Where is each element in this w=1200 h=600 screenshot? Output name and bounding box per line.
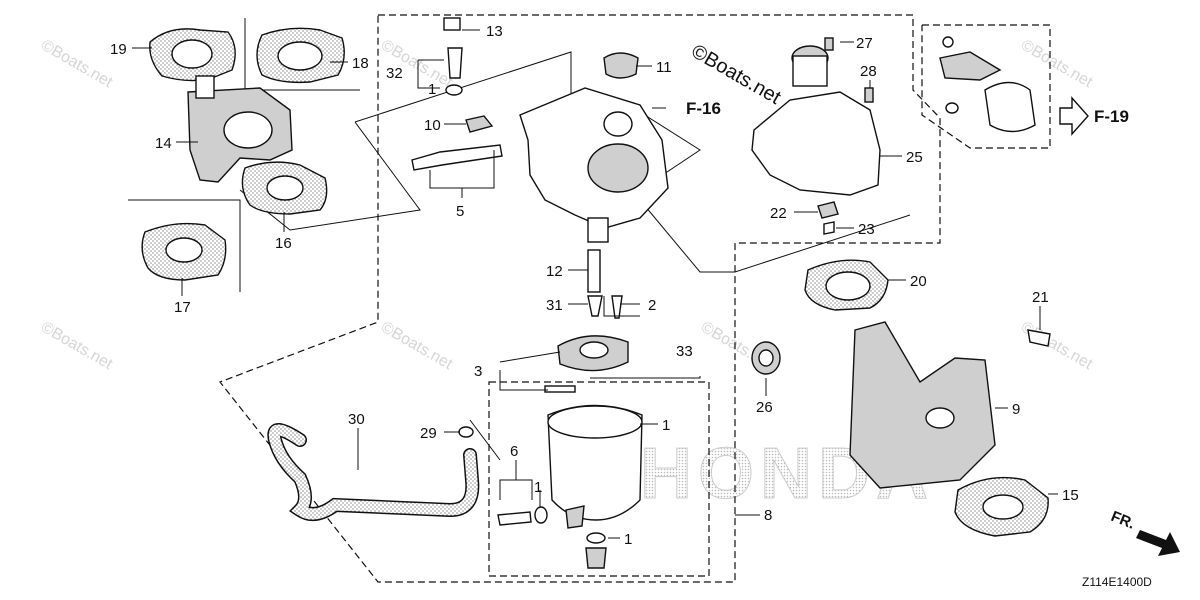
callout-2: 2 (648, 297, 656, 314)
fuel-tube-fill (268, 424, 478, 520)
clip-29 (458, 426, 474, 438)
washer-1-bottom (586, 532, 606, 544)
callout-21: 21 (1032, 289, 1049, 306)
callout-20: 20 (910, 273, 927, 290)
float-valve-2 (611, 295, 623, 319)
callout-17: 17 (174, 299, 191, 316)
jet-32 (447, 47, 463, 79)
float-pin (544, 385, 576, 393)
screw-27 (824, 37, 834, 51)
spring-23 (823, 221, 835, 235)
callout-33: 33 (676, 343, 693, 360)
watermark: ©Boats.net (1018, 37, 1096, 92)
reference-f19: F-19 (1094, 107, 1129, 126)
callout-14: 14 (155, 135, 172, 152)
float-hole (579, 341, 609, 359)
callout-8: 8 (764, 507, 772, 524)
callout-5: 5 (456, 203, 464, 220)
gasket-15-bore (982, 494, 1024, 520)
callout-6: 6 (510, 443, 518, 460)
gasket-20-bore (825, 271, 871, 301)
diagram-code: Z114E1400D (1082, 575, 1152, 589)
callout-11: 11 (656, 59, 672, 76)
main-jet-12 (587, 249, 601, 293)
callout-16: 16 (275, 235, 292, 252)
callout-9: 9 (1012, 401, 1020, 418)
front-arrow-icon (1136, 530, 1180, 556)
callout-30: 30 (348, 411, 365, 428)
callout-12: 12 (546, 263, 563, 280)
carburetor-group-outline (219, 14, 941, 583)
callout-labels: 19 18 14 16 17 13 32 1 10 5 11 12 31 2 3… (110, 23, 1079, 548)
cap-11 (603, 52, 639, 79)
holder-22 (817, 201, 839, 219)
callout-28: 28 (860, 63, 877, 80)
washer-1-top (445, 84, 463, 96)
callout-18: 18 (352, 55, 369, 72)
heat-shield-9 (849, 321, 996, 489)
callout-26: 26 (756, 399, 773, 416)
reference-f16: F-16 (686, 99, 721, 118)
callout-31: 31 (546, 297, 563, 314)
watermark: ©Boats.net (38, 37, 116, 92)
callout-19: 19 (110, 41, 127, 58)
gasket-19-bore (171, 39, 213, 69)
insulator-bore (223, 111, 273, 149)
callout-22: 22 (770, 205, 787, 222)
float-chamber-drain (565, 505, 585, 529)
callout-1-d: 1 (534, 479, 542, 496)
callout-15: 15 (1062, 487, 1079, 504)
callout-25: 25 (906, 149, 923, 166)
watermark: ©Boats.net (1018, 319, 1096, 374)
watermark: ©Boats.net (38, 319, 116, 374)
callout-3: 3 (474, 363, 482, 380)
carburetor-choke-knob (603, 111, 633, 137)
washer-1-drain (534, 506, 548, 524)
pilot-screw-5 (411, 144, 503, 171)
screw-28 (864, 87, 874, 103)
callout-32: 32 (386, 65, 403, 82)
group-outlines (219, 14, 1051, 583)
front-marker-label: FR. (1109, 508, 1138, 533)
main-jet-31 (587, 295, 603, 317)
callout-1-c: 1 (624, 531, 632, 548)
gasket-18-bore (277, 41, 323, 71)
screw-head-13 (443, 17, 461, 31)
callout-10: 10 (424, 117, 441, 134)
watermark: ©Boats.net (378, 319, 456, 374)
f19-screw-bottom (945, 102, 959, 114)
callout-23: 23 (858, 221, 875, 238)
gasket-17-bore (165, 237, 203, 263)
callout-27: 27 (856, 35, 873, 52)
screw-10 (465, 115, 494, 133)
float-chamber-group-outline (488, 381, 710, 577)
f19-screw-top (942, 36, 954, 48)
callout-29: 29 (420, 425, 437, 442)
carburetor-venturi (587, 143, 649, 193)
leader-lines (132, 29, 1058, 539)
arrow-f19-icon (1059, 96, 1089, 136)
bolt-bottom (585, 547, 607, 569)
choke-actuator-body (792, 55, 828, 87)
gasket-16-bore (266, 175, 304, 201)
carburetor-nozzle (587, 217, 609, 243)
drain-screw-6 (497, 511, 532, 526)
insulator-tab (195, 75, 215, 99)
auto-choke-25 (751, 91, 881, 196)
grommet-hole (758, 349, 774, 367)
thermo-cover (984, 81, 1036, 133)
clip-21 (1027, 329, 1051, 347)
callout-13: 13 (486, 23, 503, 40)
callout-1-a: 1 (428, 81, 436, 98)
heat-shield-hole (925, 407, 955, 429)
lever-plate (939, 51, 1002, 81)
f19-group-outline (921, 24, 1051, 149)
float-chamber-rim (547, 405, 643, 439)
callout-1-b: 1 (662, 417, 670, 434)
